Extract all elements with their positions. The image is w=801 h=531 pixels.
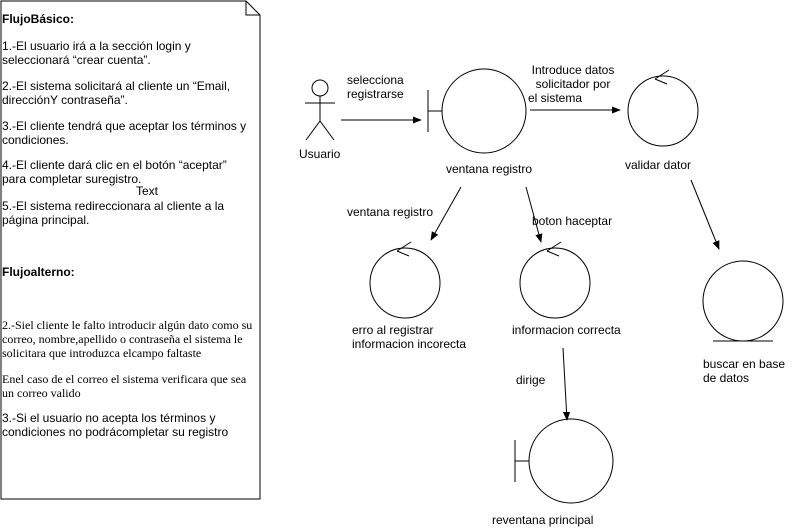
- control-informacion-correcta-icon[interactable]: [519, 241, 591, 319]
- boundary-reventana-principal-icon[interactable]: [514, 418, 614, 504]
- node-label-line: erro al registrar: [352, 323, 434, 337]
- edge-ventana-to-error[interactable]: [430, 186, 462, 241]
- note-basic-step: 1.-El usuario irá a la sección login y s…: [2, 39, 191, 67]
- edge-label-line: el sistema: [528, 91, 583, 105]
- edge-label-line: solicitador por: [535, 77, 611, 91]
- node-label-line: informacion incorecta: [352, 337, 467, 351]
- edge-ventana-to-correcta[interactable]: [525, 186, 543, 243]
- node-label-ventana-registro: ventana registro: [446, 162, 533, 176]
- edge-label-selecciona: selecciona registrarse: [347, 73, 404, 101]
- edge-label-introduce: Introduce datos solicitador por el siste…: [528, 63, 618, 105]
- node-label-error: erro al registrar informacion incorecta: [352, 323, 466, 351]
- actor-usuario-icon[interactable]: [305, 79, 335, 141]
- note-heading-alt: Flujoalterno:: [2, 265, 75, 279]
- note-heading-basic: FlujoBásico:: [2, 12, 75, 26]
- edge-label-line: selecciona: [347, 73, 404, 87]
- note-basic-step: 3.-El cliente tendrá que aceptar los tér…: [2, 119, 247, 147]
- entity-base-datos-icon[interactable]: [702, 260, 784, 342]
- note-basic-step: 4.-El cliente dará clic en el botón “ace…: [2, 158, 227, 186]
- boundary-ventana-registro-icon[interactable]: [427, 68, 527, 154]
- edge-label-ventana-registro: ventana registro: [347, 205, 434, 219]
- edge-validar-to-base[interactable]: [690, 179, 720, 250]
- note-alt-step: 2.-Siel cliente le falto introducir algú…: [2, 318, 253, 360]
- node-label-informacion-correcta: informacion correcta: [512, 323, 621, 337]
- edge-label-boton-haceptar: boton haceptar: [532, 214, 613, 228]
- node-label-reventana-principal: reventana principal: [492, 513, 594, 527]
- node-label-line: de datos: [703, 371, 750, 385]
- actor-label: Usuario: [299, 147, 341, 161]
- edge-label-line: Introduce datos: [531, 63, 615, 77]
- edge-correcta-to-reventana[interactable]: [562, 347, 571, 421]
- stray-text-label[interactable]: Text: [136, 184, 159, 198]
- control-validar-dator-icon[interactable]: [627, 69, 699, 147]
- note-basic-step: 5.-El sistema redireccionara al cliente …: [2, 199, 225, 227]
- control-error-registro-icon[interactable]: [369, 241, 441, 319]
- edge-label-dirige: dirige: [516, 373, 546, 387]
- note-basic-step: 2.-El sistema solicitará al cliente un “…: [2, 79, 231, 107]
- note-alt-step: 3.-Si el usuario no acepta los términos …: [2, 411, 229, 439]
- edge-label-line: registrarse: [347, 87, 404, 101]
- node-label-line: buscar en base: [703, 357, 786, 371]
- note-alt-step: Enel caso de el correo el sistema verifi…: [2, 372, 247, 400]
- node-label-base-datos: buscar en base de datos: [703, 357, 785, 385]
- note-shape[interactable]: [0, 0, 261, 500]
- node-label-validar-dator: validar dator: [625, 158, 692, 172]
